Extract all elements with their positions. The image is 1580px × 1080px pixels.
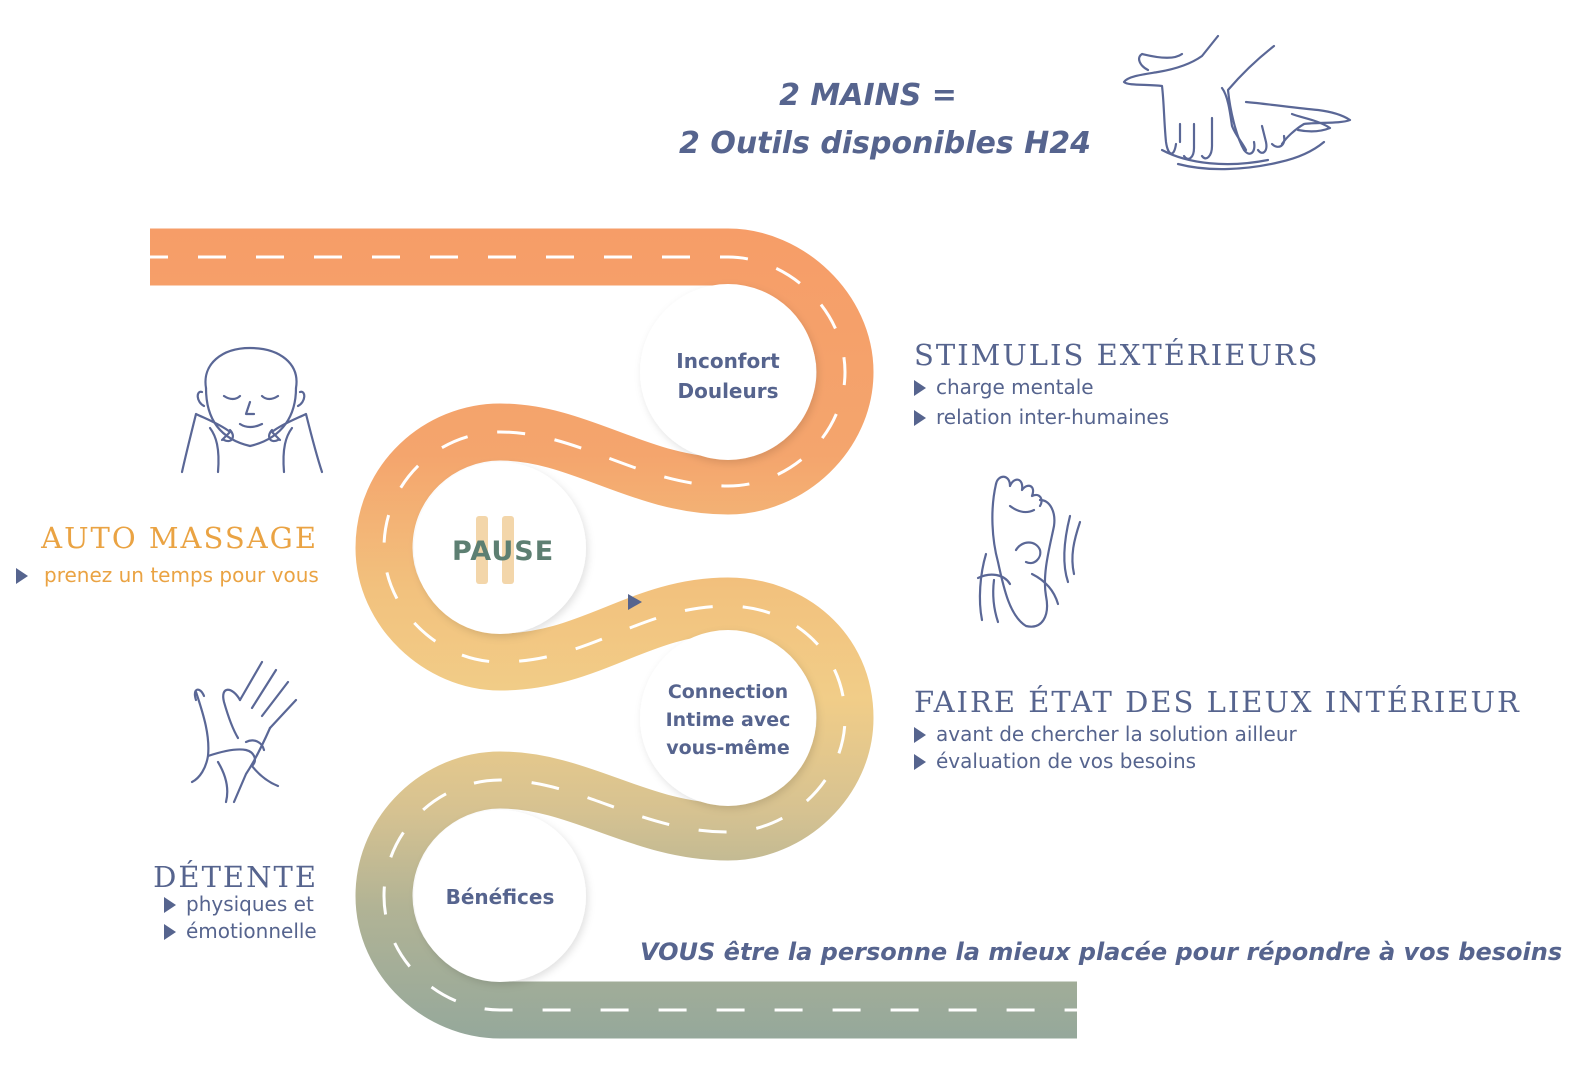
bullet-arrow-icon bbox=[164, 924, 176, 940]
stimulis-item-1: charge mentale bbox=[914, 375, 1094, 399]
bullet-arrow-icon bbox=[914, 410, 926, 426]
face-massage-icon bbox=[180, 346, 324, 474]
header-line-2: 2 Outils disponibles H24 bbox=[679, 126, 1091, 161]
stimulis-item-2-text: relation inter-humaines bbox=[936, 405, 1170, 429]
stop-circle-pause bbox=[414, 462, 586, 634]
stimulis-item-1-text: charge mentale bbox=[936, 375, 1094, 399]
stimulis-item-2: relation inter-humaines bbox=[914, 405, 1169, 429]
bullet-arrow-icon bbox=[164, 897, 176, 913]
stop-label-inconfort-line1: Inconfort bbox=[676, 349, 780, 373]
foot-massage-icon bbox=[976, 475, 1082, 628]
bullet-arrow-icon bbox=[16, 568, 28, 584]
etat-des-lieux-item-1: avant de chercher la solution ailleur bbox=[914, 722, 1297, 746]
detente-item-2: émotionnelle bbox=[164, 919, 317, 943]
road-dashes bbox=[150, 255, 1077, 1012]
stop-label-connection-line1: Connection bbox=[667, 681, 789, 703]
stop-circle-inconfort bbox=[640, 284, 816, 460]
auto-massage-heading: AUTO MASSAGE bbox=[41, 521, 318, 555]
etat-des-lieux-item-2-text: évaluation de vos besoins bbox=[936, 749, 1197, 773]
stop-label-pause: PAUSE bbox=[452, 536, 555, 567]
bullet-arrow-icon bbox=[914, 380, 926, 396]
etat-des-lieux-heading: FAIRE ÉTAT DES LIEUX INTÉRIEUR bbox=[914, 685, 1521, 719]
detente-item-2-text: émotionnelle bbox=[186, 919, 317, 943]
bullet-arrow-icon bbox=[914, 754, 926, 770]
etat-des-lieux-item-2: évaluation de vos besoins bbox=[914, 749, 1196, 773]
conclusion-text: VOUS être la personne la mieux placée po… bbox=[640, 938, 1563, 966]
stimulis-heading: STIMULIS EXTÉRIEURS bbox=[914, 338, 1320, 372]
hands-icon bbox=[1122, 34, 1352, 171]
pause-bar-right bbox=[502, 516, 514, 584]
hand-massage-icon bbox=[190, 660, 298, 804]
road-arrow-icon bbox=[628, 594, 642, 610]
bullet-arrow-icon bbox=[914, 727, 926, 743]
etat-des-lieux-item-1-text: avant de chercher la solution ailleur bbox=[936, 722, 1297, 746]
stop-label-inconfort: Inconfort Douleurs bbox=[648, 346, 808, 406]
stop-label-benefices: Bénéfices bbox=[445, 885, 555, 909]
auto-massage-item-1: prenez un temps pour vous bbox=[16, 563, 319, 587]
stop-circle-connection bbox=[640, 630, 816, 806]
detente-heading: DÉTENTE bbox=[153, 860, 318, 894]
detente-item-1-text: physiques et bbox=[186, 892, 314, 916]
detente-item-1: physiques et bbox=[164, 892, 314, 916]
pause-bar-left bbox=[476, 516, 488, 584]
stop-circle-benefices bbox=[414, 810, 586, 982]
stop-label-inconfort-line2: Douleurs bbox=[677, 379, 779, 403]
auto-massage-item-1-text: prenez un temps pour vous bbox=[44, 563, 319, 587]
stop-label-connection: Connection Intime avec vous-même bbox=[644, 678, 812, 762]
stop-label-connection-line2: Intime avec bbox=[665, 709, 791, 731]
header-line-1: 2 MAINS = bbox=[779, 78, 957, 113]
stop-label-connection-line3: vous-même bbox=[666, 737, 790, 759]
